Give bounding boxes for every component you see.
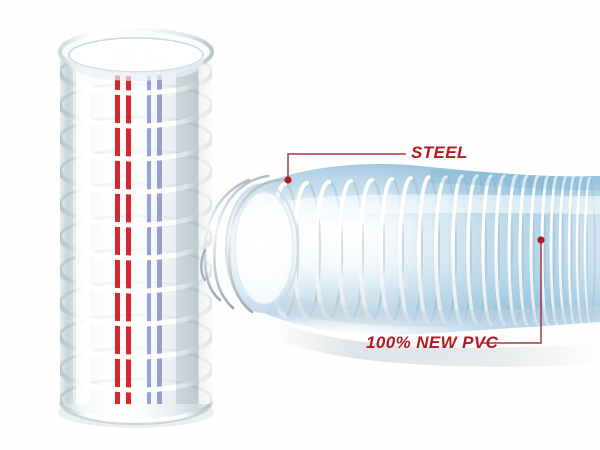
callout-label-steel: STEEL: [411, 143, 468, 162]
stripe-blue-1: [147, 52, 151, 404]
stripe-red-1: [115, 52, 120, 404]
steel-leader-line: [287, 153, 406, 180]
callout-label-pvc: 100% NEW PVC: [366, 333, 499, 352]
callout-leader-lines: [284, 153, 545, 344]
pvc-leader-line: [481, 240, 542, 344]
vertical-hose-body: [60, 52, 212, 424]
stripe-red-2: [126, 52, 131, 404]
pvc-callout-dot: [537, 236, 545, 244]
horizontal-hose-section: [200, 164, 600, 367]
horizontal-hose-open-end: [225, 183, 299, 313]
vertical-hose-section: [58, 28, 214, 428]
steel-callout-dot: [284, 176, 292, 184]
vertical-hose-top-rim: [58, 28, 214, 81]
stripe-blue-2: [157, 52, 162, 404]
horizontal-hose-coils-front: [269, 174, 592, 326]
